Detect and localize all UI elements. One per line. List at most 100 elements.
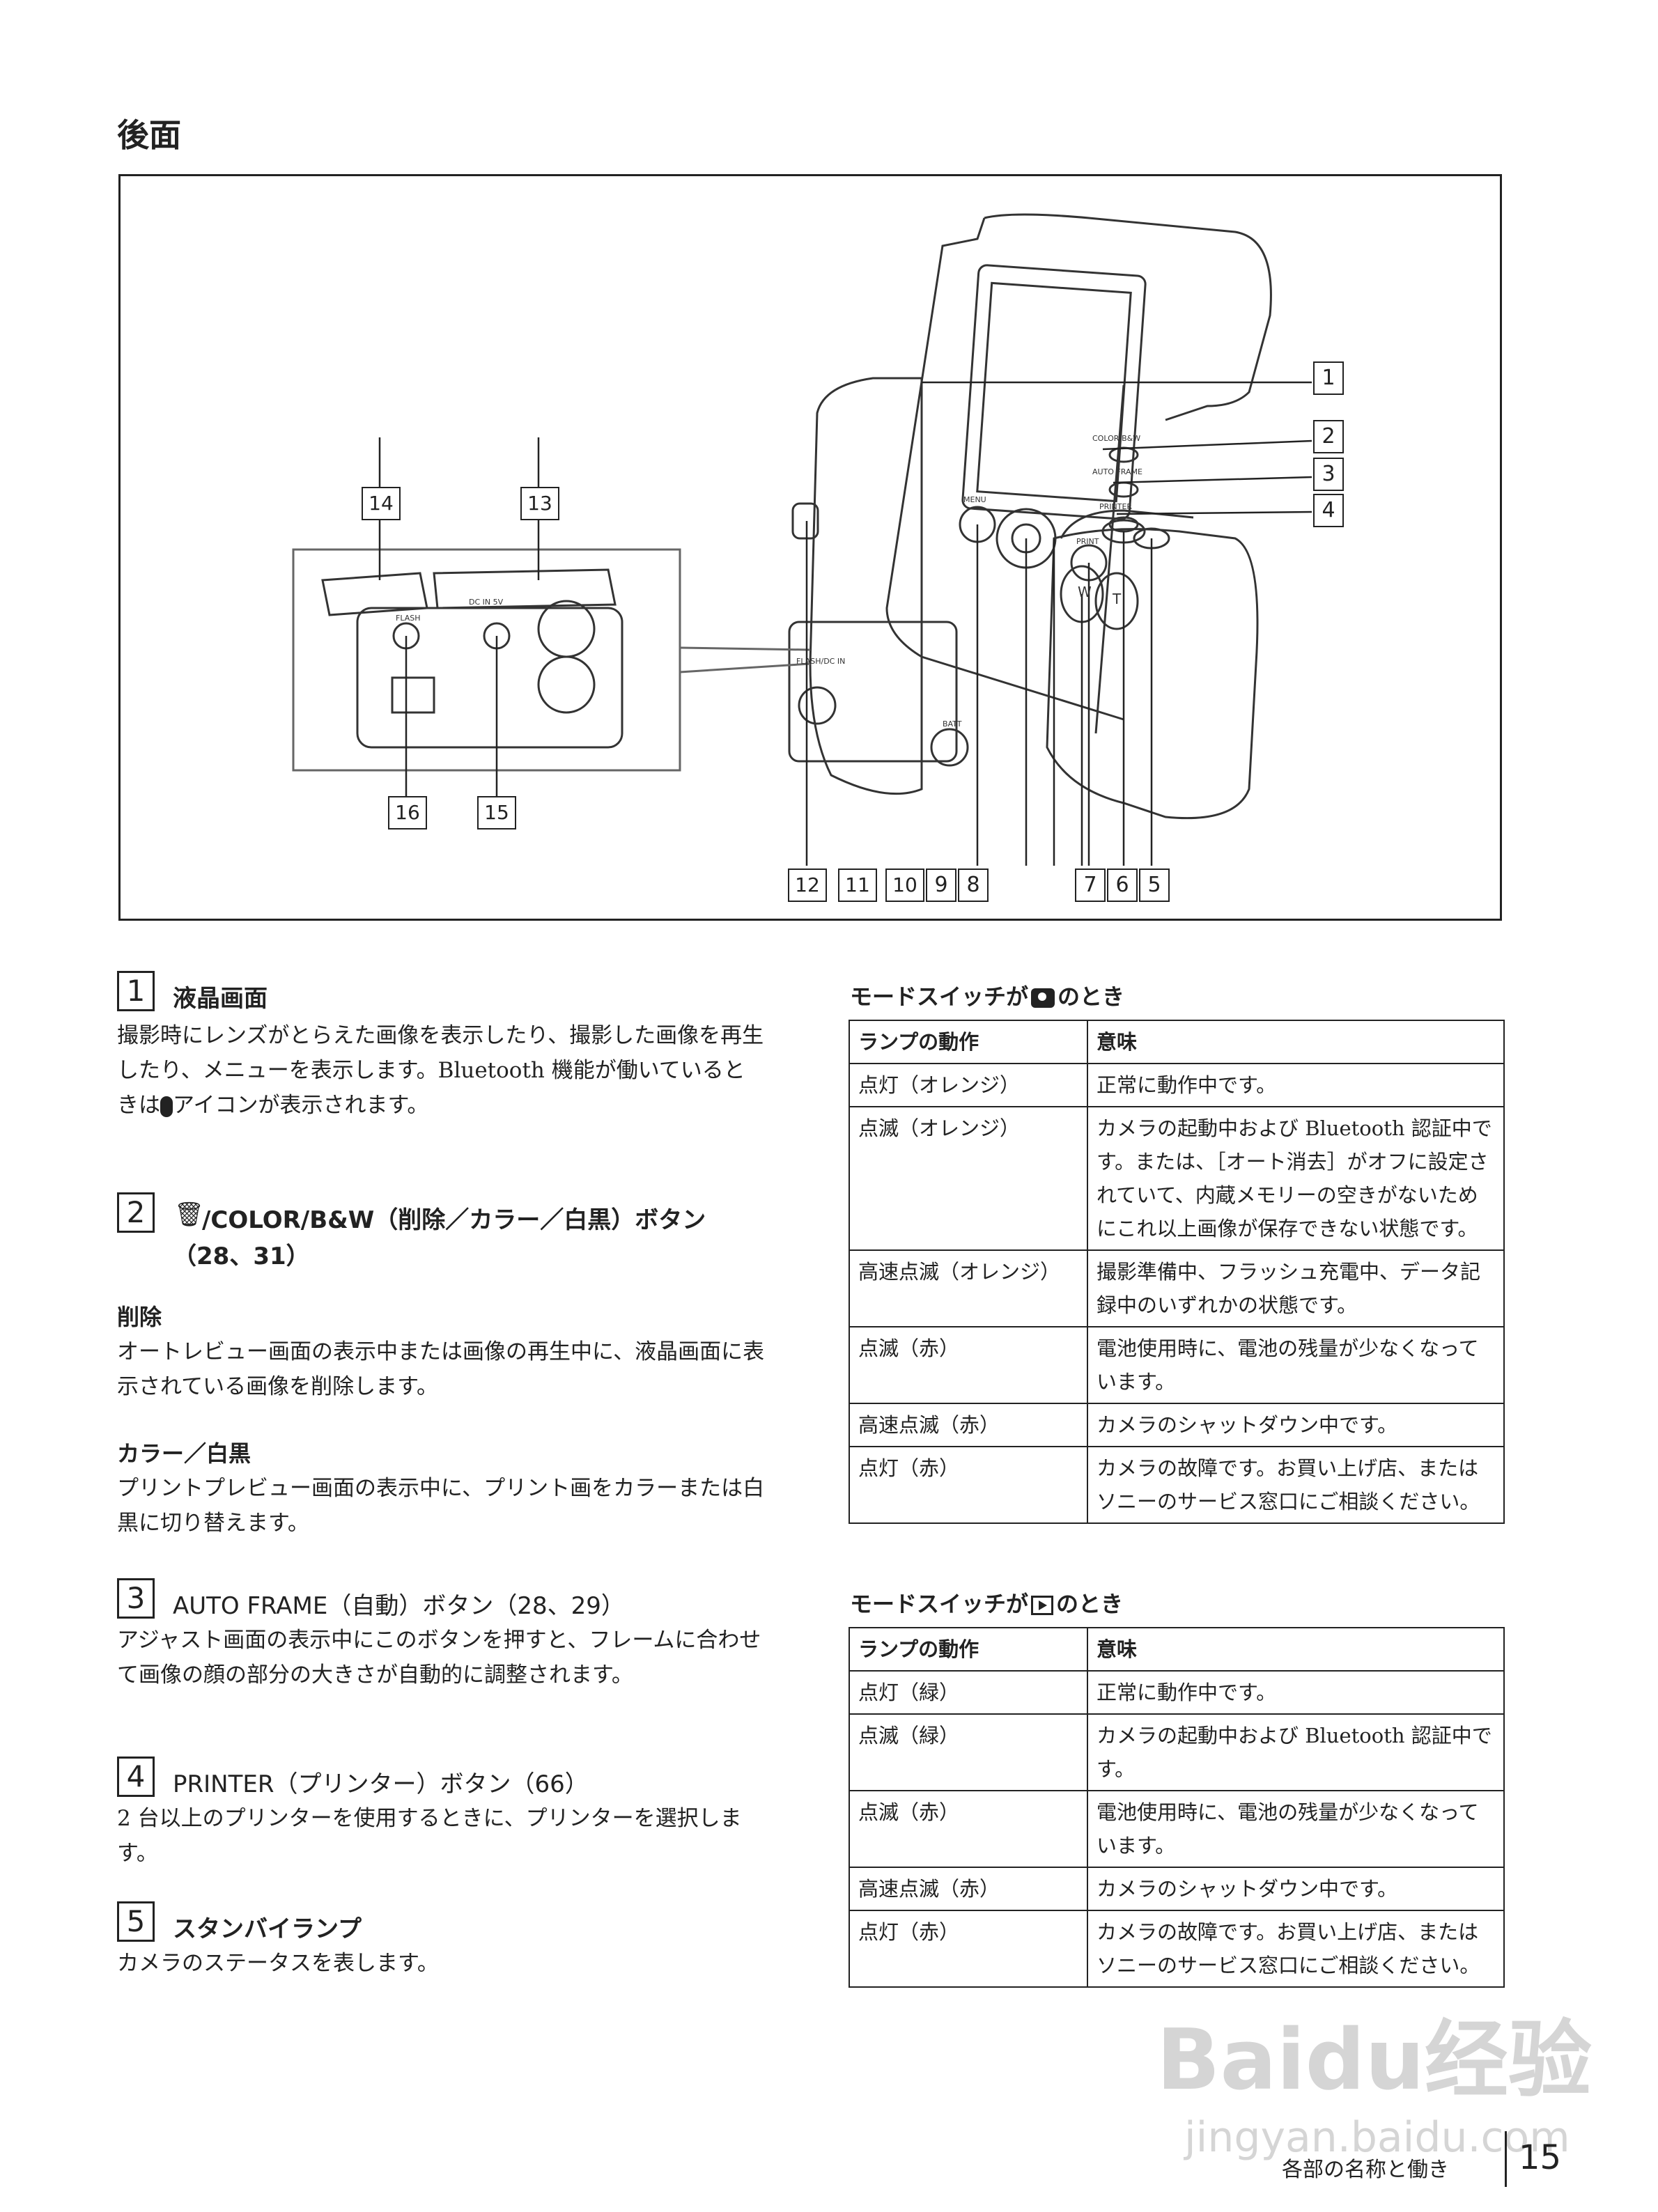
- item-number-1: 1: [117, 971, 155, 1011]
- label-batt: BATT: [943, 719, 962, 729]
- table-cell: カメラのシャットダウン中です。: [1087, 1867, 1505, 1911]
- item-title-standby: スタンバイランプ: [173, 1915, 362, 1943]
- callout-16: 16: [388, 796, 427, 830]
- table-cell: 高速点滅（赤）: [849, 1403, 1088, 1447]
- table-header: 意味: [1087, 1627, 1505, 1672]
- table-cell: 高速点滅（赤）: [849, 1867, 1088, 1911]
- item-body-auto-frame: アジャスト画面の表示中にこのボタンを押すと、フレームに合わせて画像の顔の部分の大…: [117, 1628, 761, 1688]
- table-camera-mode: ランプの動作 意味 点灯（オレンジ）正常に動作中です。 点滅（オレンジ）カメラの…: [849, 1020, 1505, 1524]
- table-row: 点灯（赤）カメラの故障です。お買い上げ店、またはソニーのサービス窓口にご相談くだ…: [849, 1446, 1505, 1524]
- label-auto-frame: AUTO FRAME: [1092, 467, 1142, 476]
- callout-8: 8: [958, 869, 989, 902]
- item-number-3: 3: [117, 1578, 155, 1619]
- page-number: 15: [1519, 2138, 1562, 2177]
- table-row: 点滅（オレンジ）カメラの起動中および Bluetooth 認証中です。または、［…: [849, 1106, 1505, 1251]
- callout-11: 11: [838, 869, 877, 902]
- callout-13: 13: [520, 487, 559, 520]
- playback-icon: [1031, 1596, 1054, 1615]
- callout-3: 3: [1313, 458, 1344, 491]
- callout-7: 7: [1075, 869, 1106, 902]
- table-cell: 高速点滅（オレンジ）: [849, 1249, 1088, 1327]
- label-flash: FLASH: [396, 614, 421, 623]
- label-flash-dc: FLASH/DC IN: [796, 657, 845, 666]
- trash-icon: 🗑: [174, 1201, 205, 1229]
- watermark-text-2: du: [1305, 2012, 1425, 2109]
- item-title-color-bw: /COLOR/B&W（削除／カラー／白黒）ボタン: [202, 1206, 706, 1234]
- table-cell: 電池使用時に、電池の残量が少なくなっています。: [1087, 1790, 1505, 1868]
- body-color: プリントプレビュー画面の表示中に、プリント画をカラーまたは白黒に切り替えます。: [117, 1476, 765, 1536]
- bluetooth-icon: [160, 1096, 173, 1117]
- callout-5: 5: [1139, 869, 1170, 902]
- table-cell: カメラのシャットダウン中です。: [1087, 1403, 1505, 1447]
- callout-2: 2: [1313, 420, 1344, 453]
- table-cell: 正常に動作中です。: [1087, 1670, 1505, 1715]
- table-play-mode: ランプの動作 意味 点灯（緑）正常に動作中です。 点滅（緑）カメラの起動中および…: [849, 1627, 1505, 1988]
- table-cell: 正常に動作中です。: [1087, 1063, 1505, 1107]
- table-cell: 点灯（オレンジ）: [849, 1063, 1088, 1107]
- watermark-text-3: 经验: [1424, 2012, 1592, 2109]
- item-body-lcd-3: アイコンが表示されます。: [173, 1093, 429, 1118]
- item-title-lcd: 液晶画面: [173, 985, 268, 1013]
- table-cell: カメラの故障です。お買い上げ店、またはソニーのサービス窓口にご相談ください。: [1087, 1910, 1505, 1988]
- label-t: T: [1112, 591, 1122, 607]
- label-dc-in: DC IN 5V: [469, 598, 504, 607]
- table-row: 点滅（緑）カメラの起動中および Bluetooth 認証中です。: [849, 1713, 1505, 1791]
- table-cell: カメラの起動中および Bluetooth 認証中です。: [1087, 1713, 1505, 1791]
- callout-1: 1: [1313, 361, 1344, 395]
- table-play-title: モードスイッチがのとき: [850, 1591, 1124, 1617]
- item-body-standby: カメラのステータスを表します。: [117, 1951, 439, 1976]
- item-title-color-bw-pages: （28、31）: [173, 1243, 310, 1270]
- item-number-5: 5: [117, 1901, 155, 1942]
- item-body-printer: 2 台以上のプリンターを使用するときに、プリンターを選択します。: [117, 1806, 742, 1866]
- callout-12: 12: [788, 869, 827, 902]
- label-color-bw: COLOR/B&W: [1092, 434, 1140, 443]
- label-menu: MENU: [963, 495, 986, 504]
- item-title-auto-frame: AUTO FRAME（自動）ボタン（28、29）: [173, 1592, 625, 1620]
- label-printer: PRINTER: [1099, 502, 1132, 511]
- item-body-lcd-2: Bluetooth 機能が働いているときは: [117, 1058, 745, 1118]
- camera-rear-figure: COLOR/B&W AUTO FRAME PRINTER MENU PRINT …: [118, 174, 1502, 921]
- footer-divider: [1505, 2131, 1507, 2187]
- footer-section-title: 各部の名称と働き: [1282, 2158, 1449, 2182]
- table-cell: 点滅（赤）: [849, 1790, 1088, 1868]
- item-number-2: 2: [117, 1192, 155, 1233]
- table-cell: カメラの起動中および Bluetooth 認証中です。または、［オート消去］がオ…: [1087, 1106, 1505, 1251]
- table-row: 高速点滅（オレンジ）撮影準備中、フラッシュ充電中、データ記録中のいずれかの状態で…: [849, 1249, 1505, 1327]
- table-cell: 電池使用時に、電池の残量が少なくなっています。: [1087, 1326, 1505, 1404]
- item-body-lcd-1: 撮影時にレンズがとらえた画像を表示したり、撮影した画像を再生したり、メニューを表…: [117, 1023, 764, 1083]
- table-cell: ランプの動作 意味: [849, 1627, 1505, 1672]
- item-body-lcd: 撮影時にレンズがとらえた画像を表示したり、撮影した画像を再生したり、メニューを表…: [117, 1018, 765, 1123]
- page-heading: 後面: [117, 116, 181, 154]
- callout-4: 4: [1313, 494, 1344, 527]
- watermark-text-1: Bai: [1156, 2012, 1306, 2109]
- table-row: 点滅（赤）電池使用時に、電池の残量が少なくなっています。: [849, 1326, 1505, 1404]
- table-cell: ランプの動作 意味: [849, 1020, 1505, 1064]
- callout-9: 9: [926, 869, 956, 902]
- table-header: ランプの動作: [849, 1020, 1088, 1064]
- table-cell: 点滅（赤）: [849, 1326, 1088, 1404]
- table-header: 意味: [1087, 1020, 1505, 1064]
- table-cell: 撮影準備中、フラッシュ充電中、データ記録中のいずれかの状態です。: [1087, 1249, 1505, 1327]
- table-camera-title: モードスイッチがのとき: [850, 983, 1125, 1010]
- table-row: 点灯（オレンジ）正常に動作中です。: [849, 1063, 1505, 1107]
- camera-icon: [1031, 988, 1055, 1008]
- table-row: 高速点滅（赤）カメラのシャットダウン中です。: [849, 1403, 1505, 1447]
- subhead-delete: 削除: [117, 1304, 162, 1330]
- camera-illustration: COLOR/B&W AUTO FRAME PRINTER MENU PRINT …: [292, 213, 1312, 866]
- callout-10: 10: [885, 869, 924, 902]
- table-cell: 点滅（オレンジ）: [849, 1106, 1088, 1251]
- body-delete: オートレビュー画面の表示中または画像の再生中に、液晶画面に表示されている画像を削…: [117, 1339, 765, 1399]
- table-row: 点灯（緑）正常に動作中です。: [849, 1670, 1505, 1715]
- label-print: PRINT: [1076, 537, 1099, 546]
- table-cell: 点灯（赤）: [849, 1446, 1088, 1524]
- callout-6: 6: [1107, 869, 1138, 902]
- subhead-color: カラー／白黒: [117, 1440, 251, 1467]
- table-cell: 点滅（緑）: [849, 1713, 1088, 1791]
- callout-15: 15: [477, 796, 516, 830]
- callout-14: 14: [362, 487, 401, 520]
- table-row: 点滅（赤）電池使用時に、電池の残量が少なくなっています。: [849, 1790, 1505, 1868]
- table-row: 点灯（赤）カメラの故障です。お買い上げ店、またはソニーのサービス窓口にご相談くだ…: [849, 1910, 1505, 1988]
- table-cell: カメラの故障です。お買い上げ店、またはソニーのサービス窓口にご相談ください。: [1087, 1446, 1505, 1524]
- table-cell: 点灯（赤）: [849, 1910, 1088, 1988]
- label-w: W: [1078, 584, 1092, 600]
